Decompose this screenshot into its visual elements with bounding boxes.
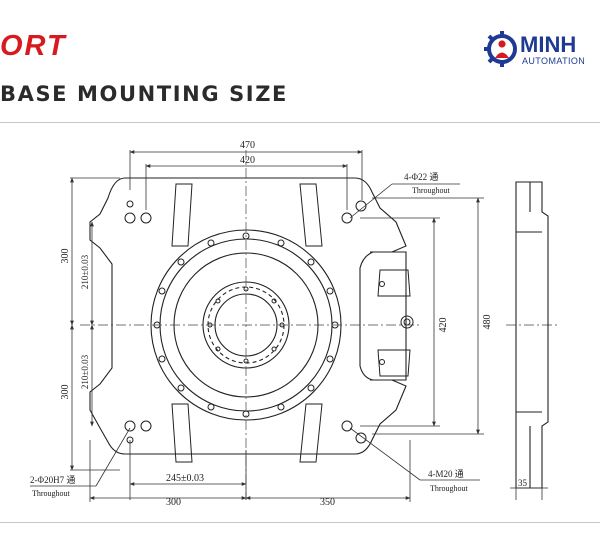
dim-right-outer: 480 xyxy=(482,315,493,330)
callout-top-right-label: 4-Φ22 通 xyxy=(404,172,438,182)
dim-left-upper: 300 xyxy=(60,249,71,264)
dim-right-inner: 420 xyxy=(438,318,449,333)
callout-bottom-right-label: 4-M20 通 xyxy=(428,469,464,479)
brand-logo-text: ORT xyxy=(0,30,67,62)
company-logo xyxy=(484,31,517,67)
callout-bottom-left-label: 2-Φ20H7 通 xyxy=(30,475,75,485)
logo-name: MINH xyxy=(520,32,577,57)
top-divider xyxy=(0,122,600,123)
base-mounting-drawing: 470 420 300 210±0.03 300 210±0.03 420 48… xyxy=(30,140,560,508)
page-title: BASE MOUNTING SIZE xyxy=(0,82,288,106)
dim-bottom-right: 350 xyxy=(320,497,335,508)
dim-left-upper-inner: 210±0.03 xyxy=(80,254,90,289)
logo-subtitle: AUTOMATION xyxy=(522,56,586,66)
dim-left-lower-inner: 210±0.03 xyxy=(80,354,90,389)
callout-bottom-right-sub: Throughout xyxy=(430,484,469,493)
centerlines xyxy=(80,150,560,500)
base-plate-outline xyxy=(89,177,407,455)
dim-left-lower: 300 xyxy=(60,385,71,400)
dim-bottom-inner: 245±0.03 xyxy=(166,473,204,484)
dim-top-inner: 420 xyxy=(240,155,255,166)
callout-bottom-left-sub: Throughout xyxy=(32,489,71,498)
slot-cutouts xyxy=(171,183,411,463)
corner-mounting-holes xyxy=(124,200,414,444)
side-view xyxy=(515,181,549,489)
gear-person-icon xyxy=(484,31,517,67)
dim-side-width: 35 xyxy=(518,478,528,488)
bottom-divider xyxy=(0,522,600,523)
dim-bottom-left: 300 xyxy=(166,497,181,508)
dim-top-outer: 470 xyxy=(240,140,255,151)
callout-top-right-sub: Throughout xyxy=(412,186,451,195)
dimension-lines xyxy=(70,150,548,502)
leader-lines xyxy=(30,183,480,487)
flange-bolt-holes xyxy=(153,232,339,418)
